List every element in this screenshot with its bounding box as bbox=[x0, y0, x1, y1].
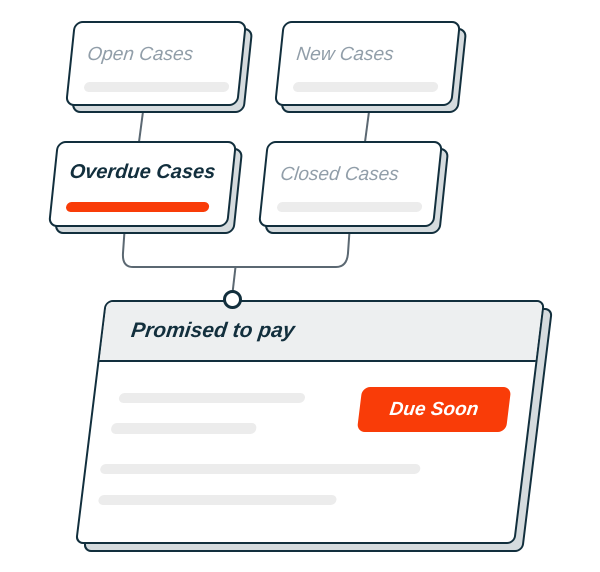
card-face: New Cases bbox=[274, 21, 461, 106]
card-face: Promised to pay Due Soon bbox=[75, 300, 546, 544]
connector-drop bbox=[231, 266, 237, 294]
detail-card-title: Promised to pay bbox=[129, 319, 297, 342]
card-title: New Cases bbox=[295, 44, 395, 65]
connector-node-circle bbox=[223, 290, 242, 309]
card-closed-cases[interactable]: Closed Cases bbox=[257, 141, 450, 234]
detail-card-header: Promised to pay bbox=[99, 302, 543, 362]
placeholder-bar bbox=[110, 423, 257, 434]
card-title: Overdue Cases bbox=[68, 161, 217, 183]
placeholder-bar bbox=[276, 202, 423, 212]
placeholder-bar bbox=[83, 82, 230, 92]
card-title: Closed Cases bbox=[279, 164, 400, 185]
card-open-cases[interactable]: Open Cases bbox=[65, 21, 254, 113]
card-promised-to-pay[interactable]: Promised to pay Due Soon bbox=[75, 300, 554, 552]
card-face: Overdue Cases bbox=[47, 141, 238, 227]
due-soon-badge-label: Due Soon bbox=[388, 398, 480, 420]
card-new-cases[interactable]: New Cases bbox=[274, 21, 468, 113]
placeholder-bar bbox=[292, 82, 439, 92]
overdue-highlight-bar bbox=[65, 202, 210, 212]
placeholder-bar bbox=[99, 464, 421, 474]
card-title: Open Cases bbox=[86, 44, 195, 65]
card-face: Closed Cases bbox=[257, 141, 443, 227]
card-overdue-cases[interactable]: Overdue Cases bbox=[47, 141, 244, 234]
card-face: Open Cases bbox=[65, 21, 248, 106]
placeholder-bar bbox=[118, 393, 306, 403]
placeholder-bar bbox=[97, 495, 338, 505]
due-soon-badge: Due Soon bbox=[356, 387, 512, 432]
